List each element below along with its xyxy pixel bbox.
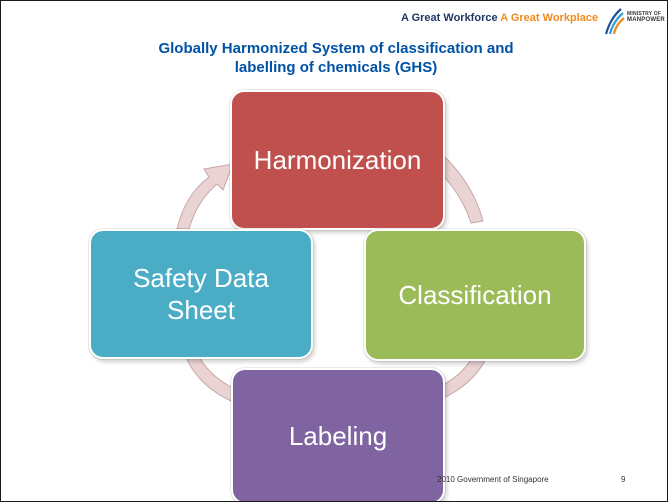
node-classification: Classification bbox=[364, 229, 586, 361]
tagline: A Great Workforce A Great Workplace bbox=[401, 12, 598, 24]
ministry-emblem-icon bbox=[604, 8, 625, 35]
ministry-line-2: MANPOWER bbox=[627, 17, 665, 23]
slide-title: Globally Harmonized System of classifica… bbox=[61, 39, 611, 77]
ministry-logo: MINISTRY OF MANPOWER bbox=[603, 6, 667, 36]
node-safety-data-sheet: Safety Data Sheet bbox=[89, 229, 313, 359]
slide-title-line-2: labelling of chemicals (GHS) bbox=[234, 59, 438, 76]
arrow-labeling-to-sds bbox=[184, 352, 238, 402]
ministry-wordmark: MINISTRY OF MANPOWER bbox=[627, 11, 665, 23]
ministry-line-1: MINISTRY OF bbox=[627, 11, 662, 17]
slide-title-line-1: Globally Harmonized System of classifica… bbox=[158, 40, 514, 57]
node-harmonization: Harmonization bbox=[230, 90, 445, 230]
node-harmonization-label: Harmonization bbox=[253, 145, 422, 175]
node-classification-label: Classification bbox=[398, 280, 552, 310]
arrow-sds-to-harmonization bbox=[176, 163, 234, 230]
copyright-text: 2010 Government of Singapore bbox=[437, 475, 549, 484]
node-safety-data-sheet-label: Safety Data Sheet bbox=[133, 263, 269, 325]
tagline-part-2: A Great Workplace bbox=[500, 12, 599, 24]
page-number: 9 bbox=[621, 475, 626, 484]
node-labeling-label: Labeling bbox=[288, 421, 388, 451]
tagline-part-1: A Great Workforce bbox=[401, 12, 498, 24]
node-labeling: Labeling bbox=[231, 368, 445, 501]
